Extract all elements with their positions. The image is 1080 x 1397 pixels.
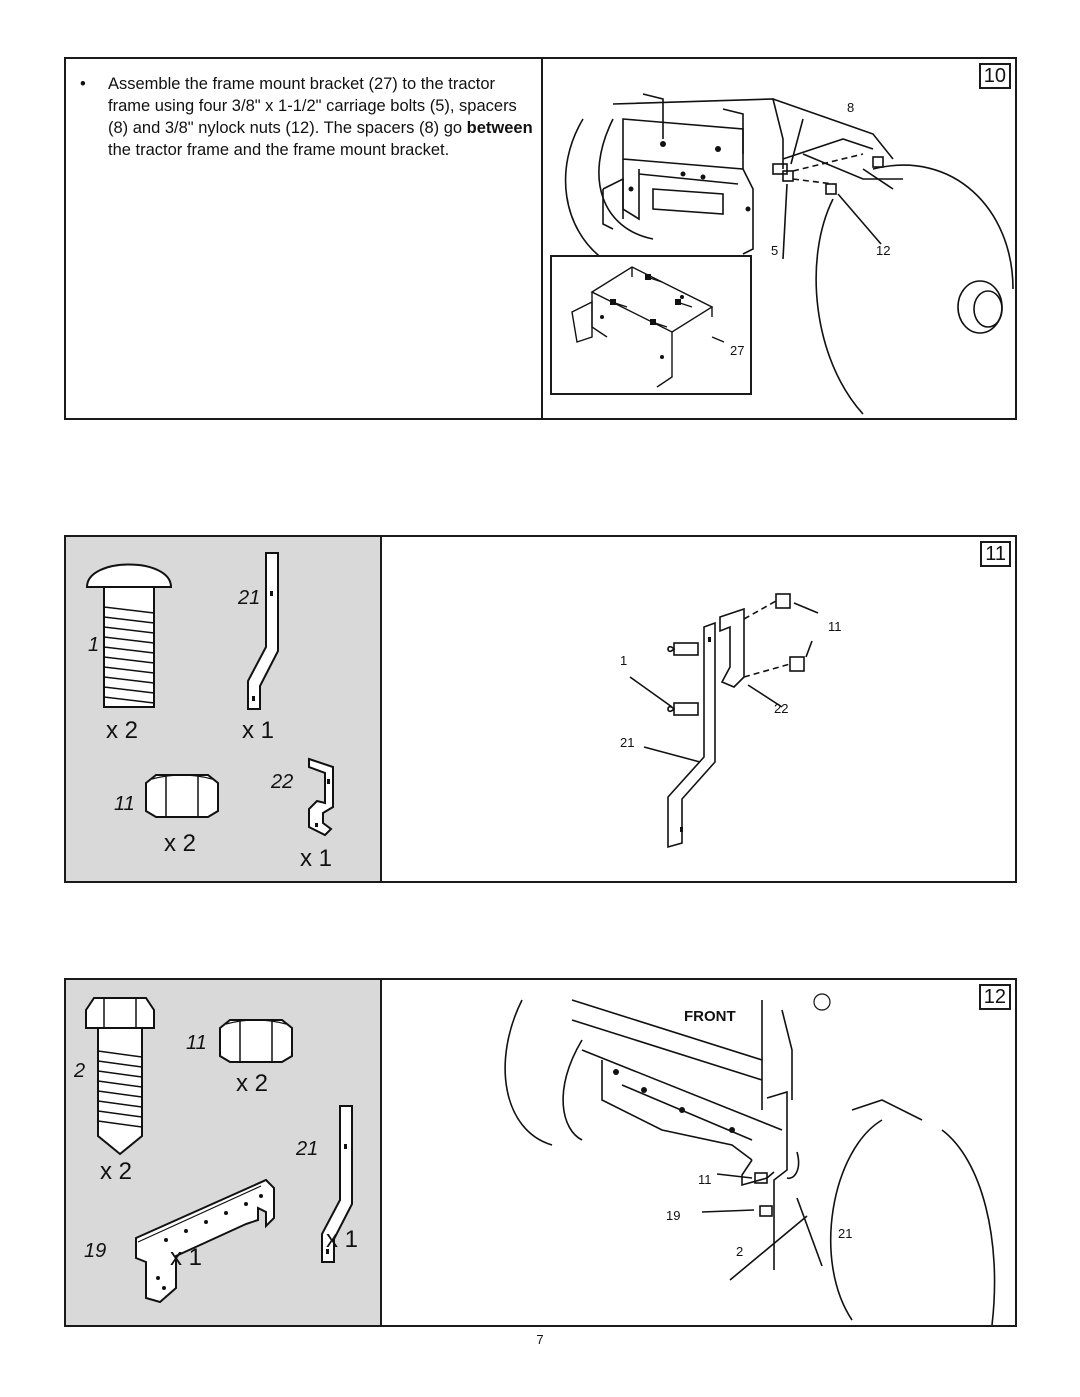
step-number: 10	[978, 63, 1011, 89]
part-qty-1: x 2	[106, 717, 139, 744]
brace-assembly-illustration	[629, 593, 819, 849]
inset-box: 27	[550, 255, 752, 395]
step-10-instruction: • Assemble the frame mount bracket (27) …	[80, 73, 535, 161]
part-label-11: 11	[186, 1032, 207, 1054]
bullet: •	[80, 75, 86, 93]
callout-1: 1	[620, 653, 628, 668]
step-10-instruction-cell: • Assemble the frame mount bracket (27) …	[66, 59, 543, 418]
callout-11: 11	[698, 1172, 712, 1187]
step-number: 11	[980, 541, 1011, 567]
step-11-illustration-cell: 11	[382, 537, 1015, 881]
part-qty-21: x 1	[326, 1226, 359, 1253]
step-12-parts-cell: 2 x 2 11 x 2 21 x 1 19	[66, 980, 382, 1325]
part-label-1: 1	[88, 634, 100, 656]
callout-27: 27	[730, 343, 745, 358]
callout-22: 22	[774, 701, 789, 716]
step-12-illustration-cell: 12	[382, 980, 1015, 1326]
part-qty-22: x 1	[300, 845, 333, 872]
carriage-bolt-icon	[85, 563, 173, 708]
callout-5: 5	[771, 243, 779, 258]
instruction-text-part2: the tractor frame and the frame mount br…	[108, 141, 450, 159]
front-label: FRONT	[684, 1008, 736, 1025]
nylock-nut-icon	[219, 1019, 293, 1063]
part-label-21: 21	[296, 1138, 319, 1160]
step-11-panel: 1 x 2 21 x 1 11 x 2 22 x 1 11	[64, 535, 1017, 883]
step-10-panel: • Assemble the frame mount bracket (27) …	[64, 57, 1017, 420]
page-number: 7	[536, 1332, 544, 1347]
bracket-inset-illustration	[571, 266, 725, 388]
part-qty-11: x 2	[164, 830, 197, 857]
part-label-2: 2	[74, 1060, 86, 1082]
hex-bolt-icon	[85, 997, 155, 1156]
step-12-panel: 2 x 2 11 x 2 21 x 1 19	[64, 978, 1017, 1327]
callout-12: 12	[876, 243, 891, 258]
part-qty-21: x 1	[242, 717, 275, 744]
bracket-installation-illustration	[504, 993, 996, 1326]
part-qty-11: x 2	[236, 1070, 269, 1097]
step-number: 12	[978, 984, 1011, 1010]
callout-8: 8	[847, 100, 855, 115]
bracket-22-icon	[308, 757, 334, 837]
step-11-parts-cell: 1 x 2 21 x 1 11 x 2 22 x 1	[66, 537, 382, 881]
instruction-text-bold: between	[466, 119, 533, 137]
brace-bar-icon	[247, 552, 279, 710]
step-10-illustration-cell: 10	[543, 59, 1015, 418]
callout-11: 11	[828, 619, 842, 634]
part-label-11: 11	[114, 793, 135, 815]
callout-21: 21	[620, 735, 635, 750]
instruction-text-part1: Assemble the frame mount bracket (27) to…	[108, 75, 517, 137]
part-label-21: 21	[238, 587, 261, 609]
instruction-text: Assemble the frame mount bracket (27) to…	[108, 73, 535, 161]
callout-19: 19	[666, 1208, 681, 1223]
nylock-nut-icon	[145, 774, 219, 818]
part-label-22: 22	[271, 771, 294, 793]
part-qty-19: x 1	[170, 1244, 203, 1271]
callout-21: 21	[838, 1226, 853, 1241]
brace-bar-icon	[321, 1105, 353, 1263]
part-label-19: 19	[84, 1240, 107, 1262]
frame-mount-illustration	[564, 93, 1014, 415]
part-qty-2: x 2	[100, 1158, 133, 1185]
mount-bracket-icon	[135, 1178, 275, 1304]
callout-2: 2	[736, 1244, 744, 1259]
